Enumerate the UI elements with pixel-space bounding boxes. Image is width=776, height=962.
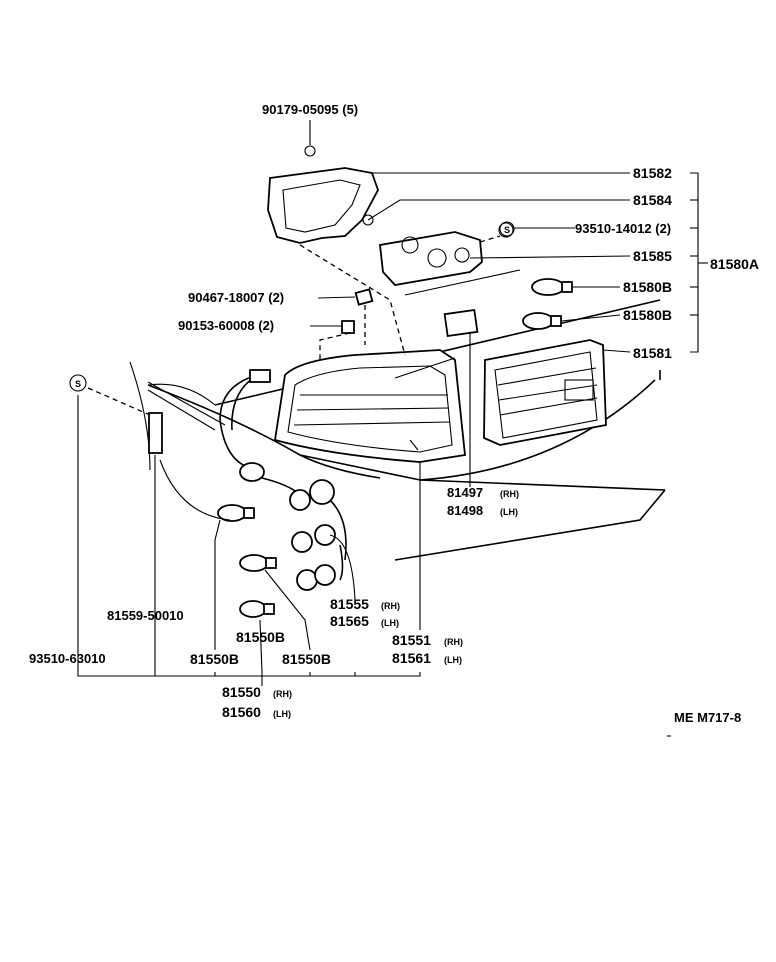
bracket-81582	[267, 145, 379, 244]
label-81550b-right: 81550B	[282, 651, 331, 667]
bulbs-81580b	[522, 278, 573, 330]
label-90467-18007: 90467-18007 (2)	[188, 290, 284, 305]
svg-text:S: S	[504, 225, 510, 235]
label-81498: 81498	[447, 503, 483, 518]
label-81565-side: (LH)	[381, 618, 399, 628]
label-81580a: 81580A	[710, 256, 759, 272]
label-81565: 81565	[330, 613, 369, 629]
label-93510-63010: 93510-63010	[29, 651, 106, 666]
label-81555-side: (RH)	[381, 601, 400, 611]
screws	[341, 288, 479, 337]
label-90153-60008: 90153-60008 (2)	[178, 318, 274, 333]
label-90179-05095: 90179-05095 (5)	[262, 102, 358, 117]
label-81555: 81555	[330, 596, 369, 612]
label-81561-side: (LH)	[444, 655, 462, 665]
label-81559-50010: 81559-50010	[107, 608, 184, 623]
clip-81559	[148, 412, 163, 454]
label-93510-14012: 93510-14012 (2)	[575, 221, 671, 236]
label-81497-side: (RH)	[500, 489, 519, 499]
tail-lamp-81551	[273, 349, 466, 463]
label-81561: 81561	[392, 650, 431, 666]
label-81550-side: (RH)	[273, 689, 292, 699]
inner-lamp-81581	[483, 339, 607, 446]
svg-text:S: S	[75, 379, 81, 389]
label-81550b-left: 81550B	[190, 651, 239, 667]
socket-81585	[379, 222, 514, 286]
label-81580b-lower: 81580B	[623, 307, 672, 323]
wiring-harness	[219, 369, 347, 591]
bulbs-81550b	[217, 504, 277, 618]
label-81580b-upper: 81580B	[623, 279, 672, 295]
label-81581: 81581	[633, 345, 672, 361]
label-81560: 81560	[222, 704, 261, 720]
label-81585: 81585	[633, 248, 672, 264]
label-81498-side: (LH)	[500, 507, 518, 517]
label-81560-side: (LH)	[273, 709, 291, 719]
label-81582: 81582	[633, 165, 672, 181]
label-81550b-middle: 81550B	[236, 629, 285, 645]
s-symbol-right: S	[499, 221, 515, 237]
label-81584: 81584	[633, 192, 672, 208]
label-81551: 81551	[392, 632, 431, 648]
leader-lines	[77, 120, 708, 686]
label-81551-side: (RH)	[444, 637, 463, 647]
label-81497: 81497	[447, 485, 483, 500]
label-81550: 81550	[222, 684, 261, 700]
diagram-code: ME M717-8	[674, 710, 741, 725]
s-symbol-left: S	[69, 374, 87, 392]
